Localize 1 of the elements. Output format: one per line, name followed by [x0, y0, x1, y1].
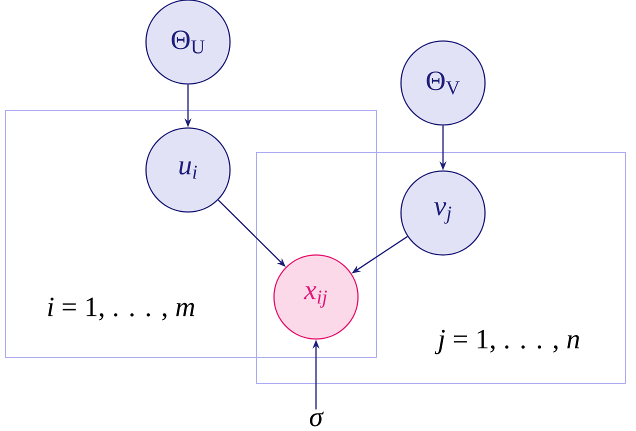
symbol-label: σ: [310, 412, 324, 426]
